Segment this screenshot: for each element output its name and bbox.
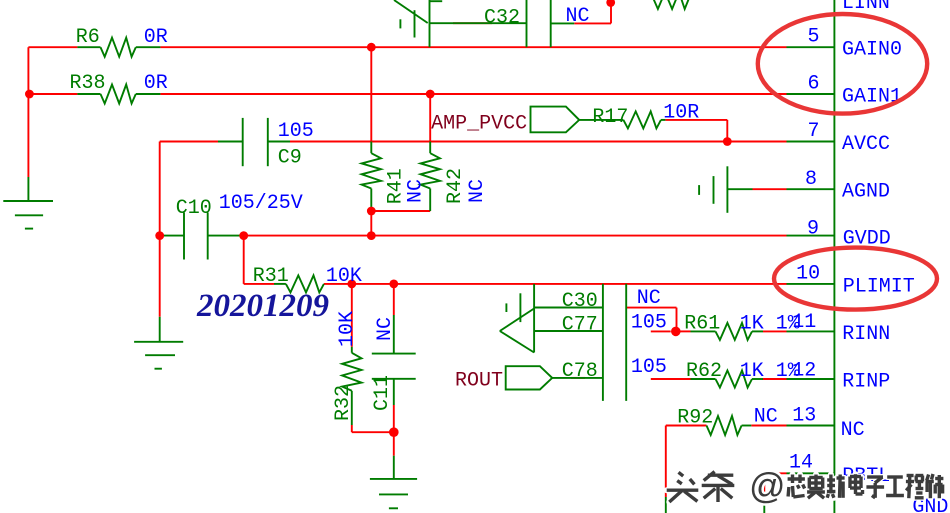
svg-text:NC: NC [754,406,778,429]
svg-text:5: 5 [807,26,819,49]
svg-text:NC: NC [374,317,397,341]
svg-text:11: 11 [792,311,816,334]
svg-text:C9: C9 [278,147,302,170]
svg-text:105/25V: 105/25V [219,192,303,215]
svg-text:NC: NC [841,419,865,442]
svg-text:0R: 0R [144,72,168,95]
svg-text:R38: R38 [70,72,106,95]
svg-text:1K 1%: 1K 1% [740,360,801,383]
svg-text:R41: R41 [385,168,408,204]
svg-text:PLIMIT: PLIMIT [843,275,915,298]
svg-text:ROUT: ROUT [455,369,503,392]
svg-text:AVCC: AVCC [842,133,890,156]
svg-text:C11: C11 [371,375,394,411]
svg-text:0R: 0R [144,26,168,49]
svg-text:R32: R32 [332,385,355,421]
svg-text:C10: C10 [176,197,212,220]
svg-text:NC: NC [566,5,590,28]
svg-text:NC: NC [405,179,428,203]
svg-text:105: 105 [631,312,667,335]
svg-text:R6: R6 [76,26,100,49]
svg-text:10: 10 [796,263,820,286]
svg-text:R92: R92 [677,406,713,429]
svg-text:AGND: AGND [842,181,890,204]
svg-text:C78: C78 [562,360,598,383]
svg-text:8: 8 [805,168,817,191]
svg-text:GAIN1: GAIN1 [842,86,902,109]
svg-text:NC: NC [466,179,489,203]
svg-text:6: 6 [807,72,819,95]
svg-text:R17: R17 [592,106,628,129]
svg-text:@: @ [749,465,786,506]
svg-text:C32: C32 [484,7,520,30]
svg-text:GVDD: GVDD [843,228,891,251]
svg-text:105: 105 [631,356,667,379]
svg-text:@: @ [749,465,786,506]
svg-text:RINP: RINP [842,371,890,394]
svg-text:7: 7 [807,120,819,143]
svg-text:LINN: LINN [842,0,890,15]
svg-text:105: 105 [278,120,314,143]
svg-text:12: 12 [792,360,816,383]
svg-text:C77: C77 [562,313,598,336]
svg-text:GAIN0: GAIN0 [842,39,902,62]
svg-text:R62: R62 [686,360,722,383]
svg-text:C30: C30 [562,290,598,313]
svg-text:R31: R31 [253,265,289,288]
svg-text:NC: NC [637,287,661,310]
svg-text:1K 1%: 1K 1% [740,313,801,336]
svg-text:R61: R61 [684,313,720,336]
svg-text:10K: 10K [336,311,359,347]
svg-text:RINN: RINN [842,323,890,346]
svg-text:14: 14 [789,452,813,475]
svg-text:R42: R42 [444,168,467,204]
svg-text:13: 13 [792,405,816,428]
svg-text:9: 9 [807,217,819,240]
svg-text:20201209: 20201209 [196,288,329,324]
svg-text:10K: 10K [326,265,362,288]
svg-text:AMP_PVCC: AMP_PVCC [431,113,527,136]
svg-text:10R: 10R [663,102,699,125]
